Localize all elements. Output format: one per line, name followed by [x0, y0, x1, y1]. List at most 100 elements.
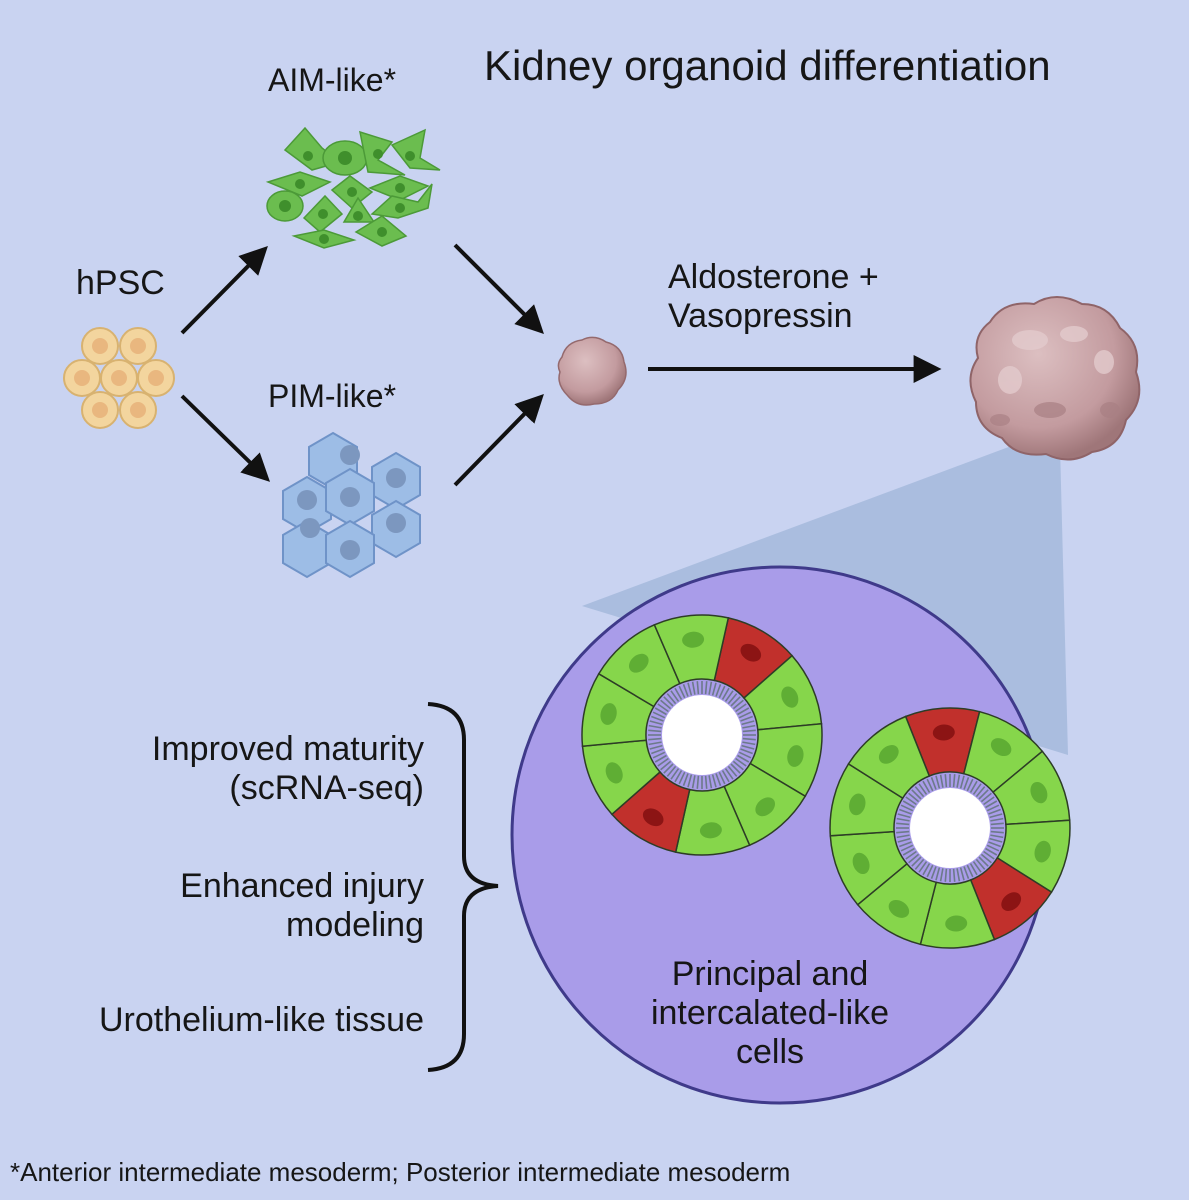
- tubule-lumen: [662, 695, 742, 775]
- cilium: [691, 681, 696, 695]
- arrow-pim-to-organoid: [453, 393, 544, 487]
- outcome-urothelium: Urothelium-like tissue: [99, 1001, 424, 1039]
- cell-nucleus: [852, 852, 870, 875]
- outcome-bracket: [427, 702, 499, 1072]
- cilium: [696, 775, 700, 789]
- hpsc-label: hPSC: [76, 264, 165, 302]
- cell-nucleus: [740, 643, 762, 662]
- cilium: [738, 751, 752, 759]
- cilium: [914, 858, 925, 870]
- cilium: [711, 682, 717, 696]
- cilium: [986, 804, 1000, 812]
- cilium: [978, 856, 989, 867]
- principal-cell: [749, 722, 823, 798]
- cilium: [944, 774, 948, 788]
- cell-nucleus: [605, 762, 623, 784]
- cilium: [914, 786, 925, 798]
- cilium: [740, 748, 753, 755]
- cilium: [721, 687, 730, 700]
- cilium: [918, 783, 928, 795]
- cilium: [983, 796, 995, 806]
- cilium: [666, 765, 677, 777]
- cell-nucleus: [682, 631, 705, 648]
- zoom-caption: Principal and intercalated-like cells: [610, 955, 930, 1072]
- cilium: [908, 792, 920, 803]
- cilium: [652, 751, 666, 759]
- cilium: [966, 778, 974, 792]
- cilium: [944, 868, 948, 882]
- cilium: [975, 858, 986, 870]
- tubule-left: [581, 614, 823, 856]
- cilium: [738, 711, 752, 719]
- cilium: [959, 867, 965, 881]
- cilium: [989, 837, 1003, 843]
- cilium: [922, 863, 931, 876]
- cell-nucleus: [878, 745, 899, 764]
- cilium: [682, 773, 689, 786]
- cilium: [691, 775, 696, 789]
- cilium: [737, 754, 750, 763]
- cilium: [732, 760, 744, 771]
- cilium: [678, 685, 686, 699]
- cilium: [902, 800, 915, 809]
- cell-nucleus: [888, 899, 910, 918]
- cilium: [704, 681, 708, 695]
- cilium: [652, 711, 666, 719]
- principal-cell: [919, 879, 996, 949]
- diagram-title: Kidney organoid differentiation: [484, 42, 1051, 89]
- cilium: [648, 737, 662, 741]
- outcome-maturity-line-1: Improved maturity: [151, 730, 424, 768]
- cilium: [730, 763, 741, 774]
- cilium: [654, 754, 667, 763]
- cilium: [963, 777, 970, 790]
- cilium: [660, 699, 672, 710]
- cilium: [978, 789, 989, 800]
- cilium: [742, 724, 756, 729]
- cilium: [715, 684, 722, 697]
- intercalated-cell: [904, 707, 981, 777]
- cilium: [732, 699, 744, 710]
- zoom-caption-line-2: intercalated-like: [650, 994, 890, 1033]
- cilium: [674, 770, 683, 783]
- principal-cell: [829, 762, 904, 837]
- cilium: [648, 741, 662, 746]
- cilium: [666, 693, 677, 705]
- principal-cell: [581, 672, 655, 748]
- cilium: [674, 687, 683, 700]
- cell-nucleus: [600, 703, 617, 725]
- tubule-right: [829, 707, 1071, 949]
- cilium: [972, 783, 982, 795]
- treatment-line-2: Vasopressin: [668, 297, 853, 336]
- cilium: [897, 837, 911, 843]
- cilium: [900, 844, 914, 852]
- cilium: [651, 715, 664, 722]
- cilium: [708, 775, 713, 789]
- pim-like-label: PIM-like*: [268, 378, 397, 414]
- arrow-aim-to-organoid: [453, 243, 544, 334]
- cilium: [678, 771, 686, 785]
- cilium: [896, 834, 910, 839]
- cilium: [939, 868, 944, 882]
- cilium: [721, 770, 730, 783]
- cilium: [648, 729, 662, 733]
- cilium: [952, 774, 956, 788]
- cilium: [651, 748, 664, 755]
- cell-nucleus: [699, 822, 722, 839]
- cell-nucleus: [849, 793, 866, 816]
- cilium: [989, 813, 1003, 819]
- cilium: [956, 774, 961, 788]
- cilium: [952, 868, 956, 882]
- cilium: [670, 690, 680, 702]
- cilium: [663, 763, 674, 774]
- large-organoid: [969, 296, 1141, 461]
- cilium: [988, 808, 1001, 815]
- cilium: [985, 847, 998, 856]
- cilium: [899, 808, 912, 815]
- cell-nucleus: [787, 745, 804, 767]
- cilium: [737, 707, 750, 716]
- cilium: [939, 774, 944, 788]
- cilium: [724, 768, 734, 780]
- cilium: [980, 853, 992, 864]
- principal-cell: [653, 614, 730, 685]
- cilium: [959, 775, 965, 789]
